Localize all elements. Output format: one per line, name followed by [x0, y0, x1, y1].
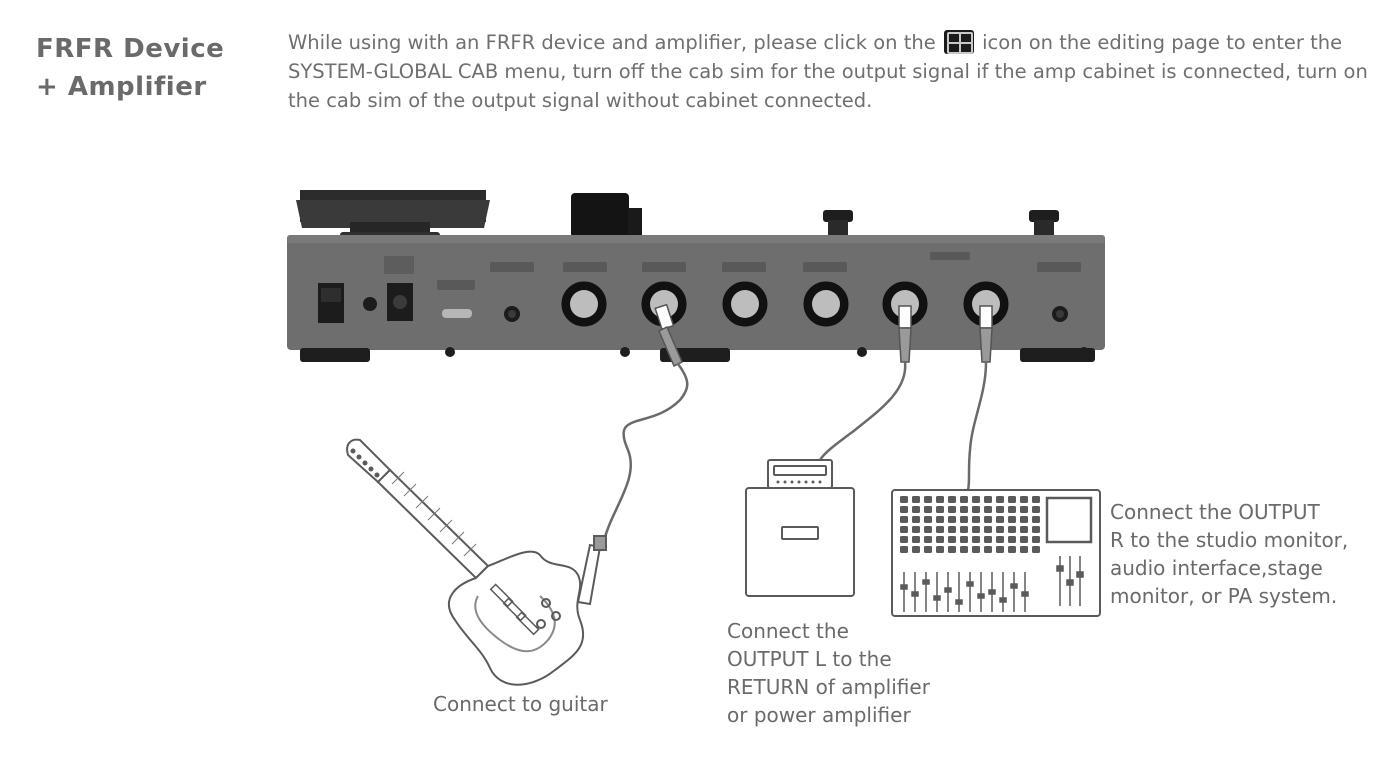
caption-amplifier: Connect the OUTPUT L to the RETURN of am…	[727, 617, 930, 729]
intro-text-before: While using with an FRFR device and ampl…	[288, 31, 936, 54]
caption-mixer-line: Connect the OUTPUT	[1110, 500, 1320, 524]
caption-mixer-line: R to the studio monitor,	[1110, 528, 1349, 552]
caption-amplifier-line: OUTPUT L to the	[727, 647, 892, 671]
caption-mixer-line: audio interface,stage	[1110, 556, 1323, 580]
intro-text-after: icon on the editing page to enter the SY…	[288, 31, 1368, 112]
caption-amplifier-line: or power amplifier	[727, 703, 911, 727]
caption-mixer: Connect the OUTPUT R to the studio monit…	[1110, 498, 1348, 610]
amplifier-cabinet-icon	[745, 459, 855, 597]
caption-amplifier-line: Connect the	[727, 619, 849, 643]
intro-paragraph: While using with an FRFR device and ampl…	[288, 28, 1368, 115]
mixing-console-icon	[891, 489, 1101, 617]
caption-mixer-line: monitor, or PA system.	[1110, 584, 1338, 608]
multi-effects-pedal-rear-panel	[287, 190, 1105, 368]
grid-four-squares-icon	[943, 30, 974, 54]
caption-amplifier-line: RETURN of amplifier	[727, 675, 930, 699]
section-heading: FRFR Device + Amplifier	[36, 34, 225, 102]
caption-guitar: Connect to guitar	[433, 692, 608, 716]
electric-guitar-icon	[346, 438, 607, 686]
